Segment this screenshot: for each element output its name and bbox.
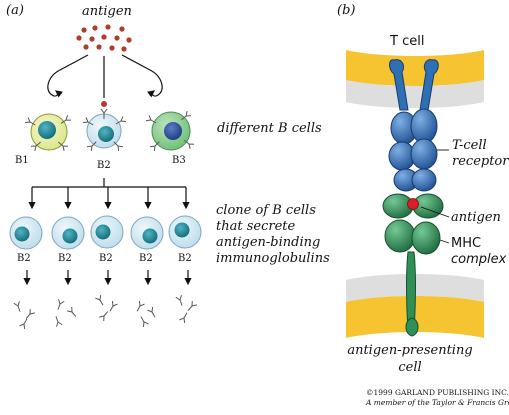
t-cell-label-text: T cell	[390, 34, 425, 49]
apc-label: antigen-presenting cell	[343, 342, 477, 376]
antigen-particles	[76, 24, 132, 52]
clone-cell	[168, 215, 202, 249]
antigen-peptide	[407, 198, 419, 210]
clone-b2-label: B2	[99, 253, 113, 264]
copyright-line1: ©1999 GARLAND PUBLISHING INC.	[366, 388, 509, 397]
clone-line: clone of B cells	[216, 203, 316, 218]
apc-line: antigen-presenting	[347, 343, 473, 358]
clone-cell	[90, 215, 124, 249]
b-cell-b3	[145, 110, 195, 152]
b3-label: B3	[172, 155, 186, 166]
receptor-line: receptor	[452, 154, 509, 169]
t-cell-label: T cell	[390, 34, 424, 49]
clone-line: that secrete	[216, 219, 296, 234]
b-cell-b2	[82, 108, 127, 152]
copyright-notice: ©1999 GARLAND PUBLISHING INC. A member o…	[366, 388, 509, 408]
b2-label: B2	[97, 160, 111, 171]
clone-cell	[130, 216, 164, 250]
mhc-line: complex	[451, 252, 507, 267]
t-cell-membrane	[346, 50, 484, 108]
t-cell-receptor	[388, 59, 439, 192]
clone-b2-label: B2	[58, 253, 72, 264]
copyright-line2: A member of the Taylor & Francis Group	[366, 398, 509, 407]
clone-cell	[9, 216, 43, 250]
clone-cell	[51, 216, 85, 250]
different-b-cells-label: different B cells	[217, 121, 322, 136]
clone-b2-label: B2	[139, 253, 153, 264]
antigen-b-label: antigen	[451, 210, 501, 225]
leader-lines	[420, 149, 450, 244]
mhc-line: MHC	[451, 236, 482, 251]
receptor-line: T-cell	[452, 138, 487, 153]
panel-a-label: (a)	[6, 3, 24, 18]
panel-a	[9, 24, 202, 330]
mhc-label: MHC complex	[451, 236, 506, 268]
receptor-label: T-cell receptor	[452, 138, 508, 170]
clone-cells	[9, 215, 202, 250]
panel-b-label: (b)	[337, 3, 356, 18]
clone-b2-label: B2	[17, 253, 31, 264]
clone-description: clone of B cells that secrete antigen-bi…	[216, 203, 330, 267]
clone-b2-label: B2	[178, 253, 192, 264]
antigen-label: antigen	[82, 4, 132, 19]
secreted-immunoglobulins	[13, 294, 198, 330]
clone-line: antigen-binding	[216, 235, 321, 250]
b1-label: B1	[15, 155, 29, 166]
secretion-arrows	[23, 270, 192, 286]
b-cell-b1	[24, 113, 72, 152]
bound-antigen-dot	[101, 101, 107, 107]
clone-line: immunoglobulins	[216, 251, 330, 266]
panel-b	[346, 50, 484, 338]
apc-line: cell	[398, 360, 422, 375]
clone-branch-arrows	[28, 178, 190, 210]
antigen-arrows	[47, 54, 163, 98]
